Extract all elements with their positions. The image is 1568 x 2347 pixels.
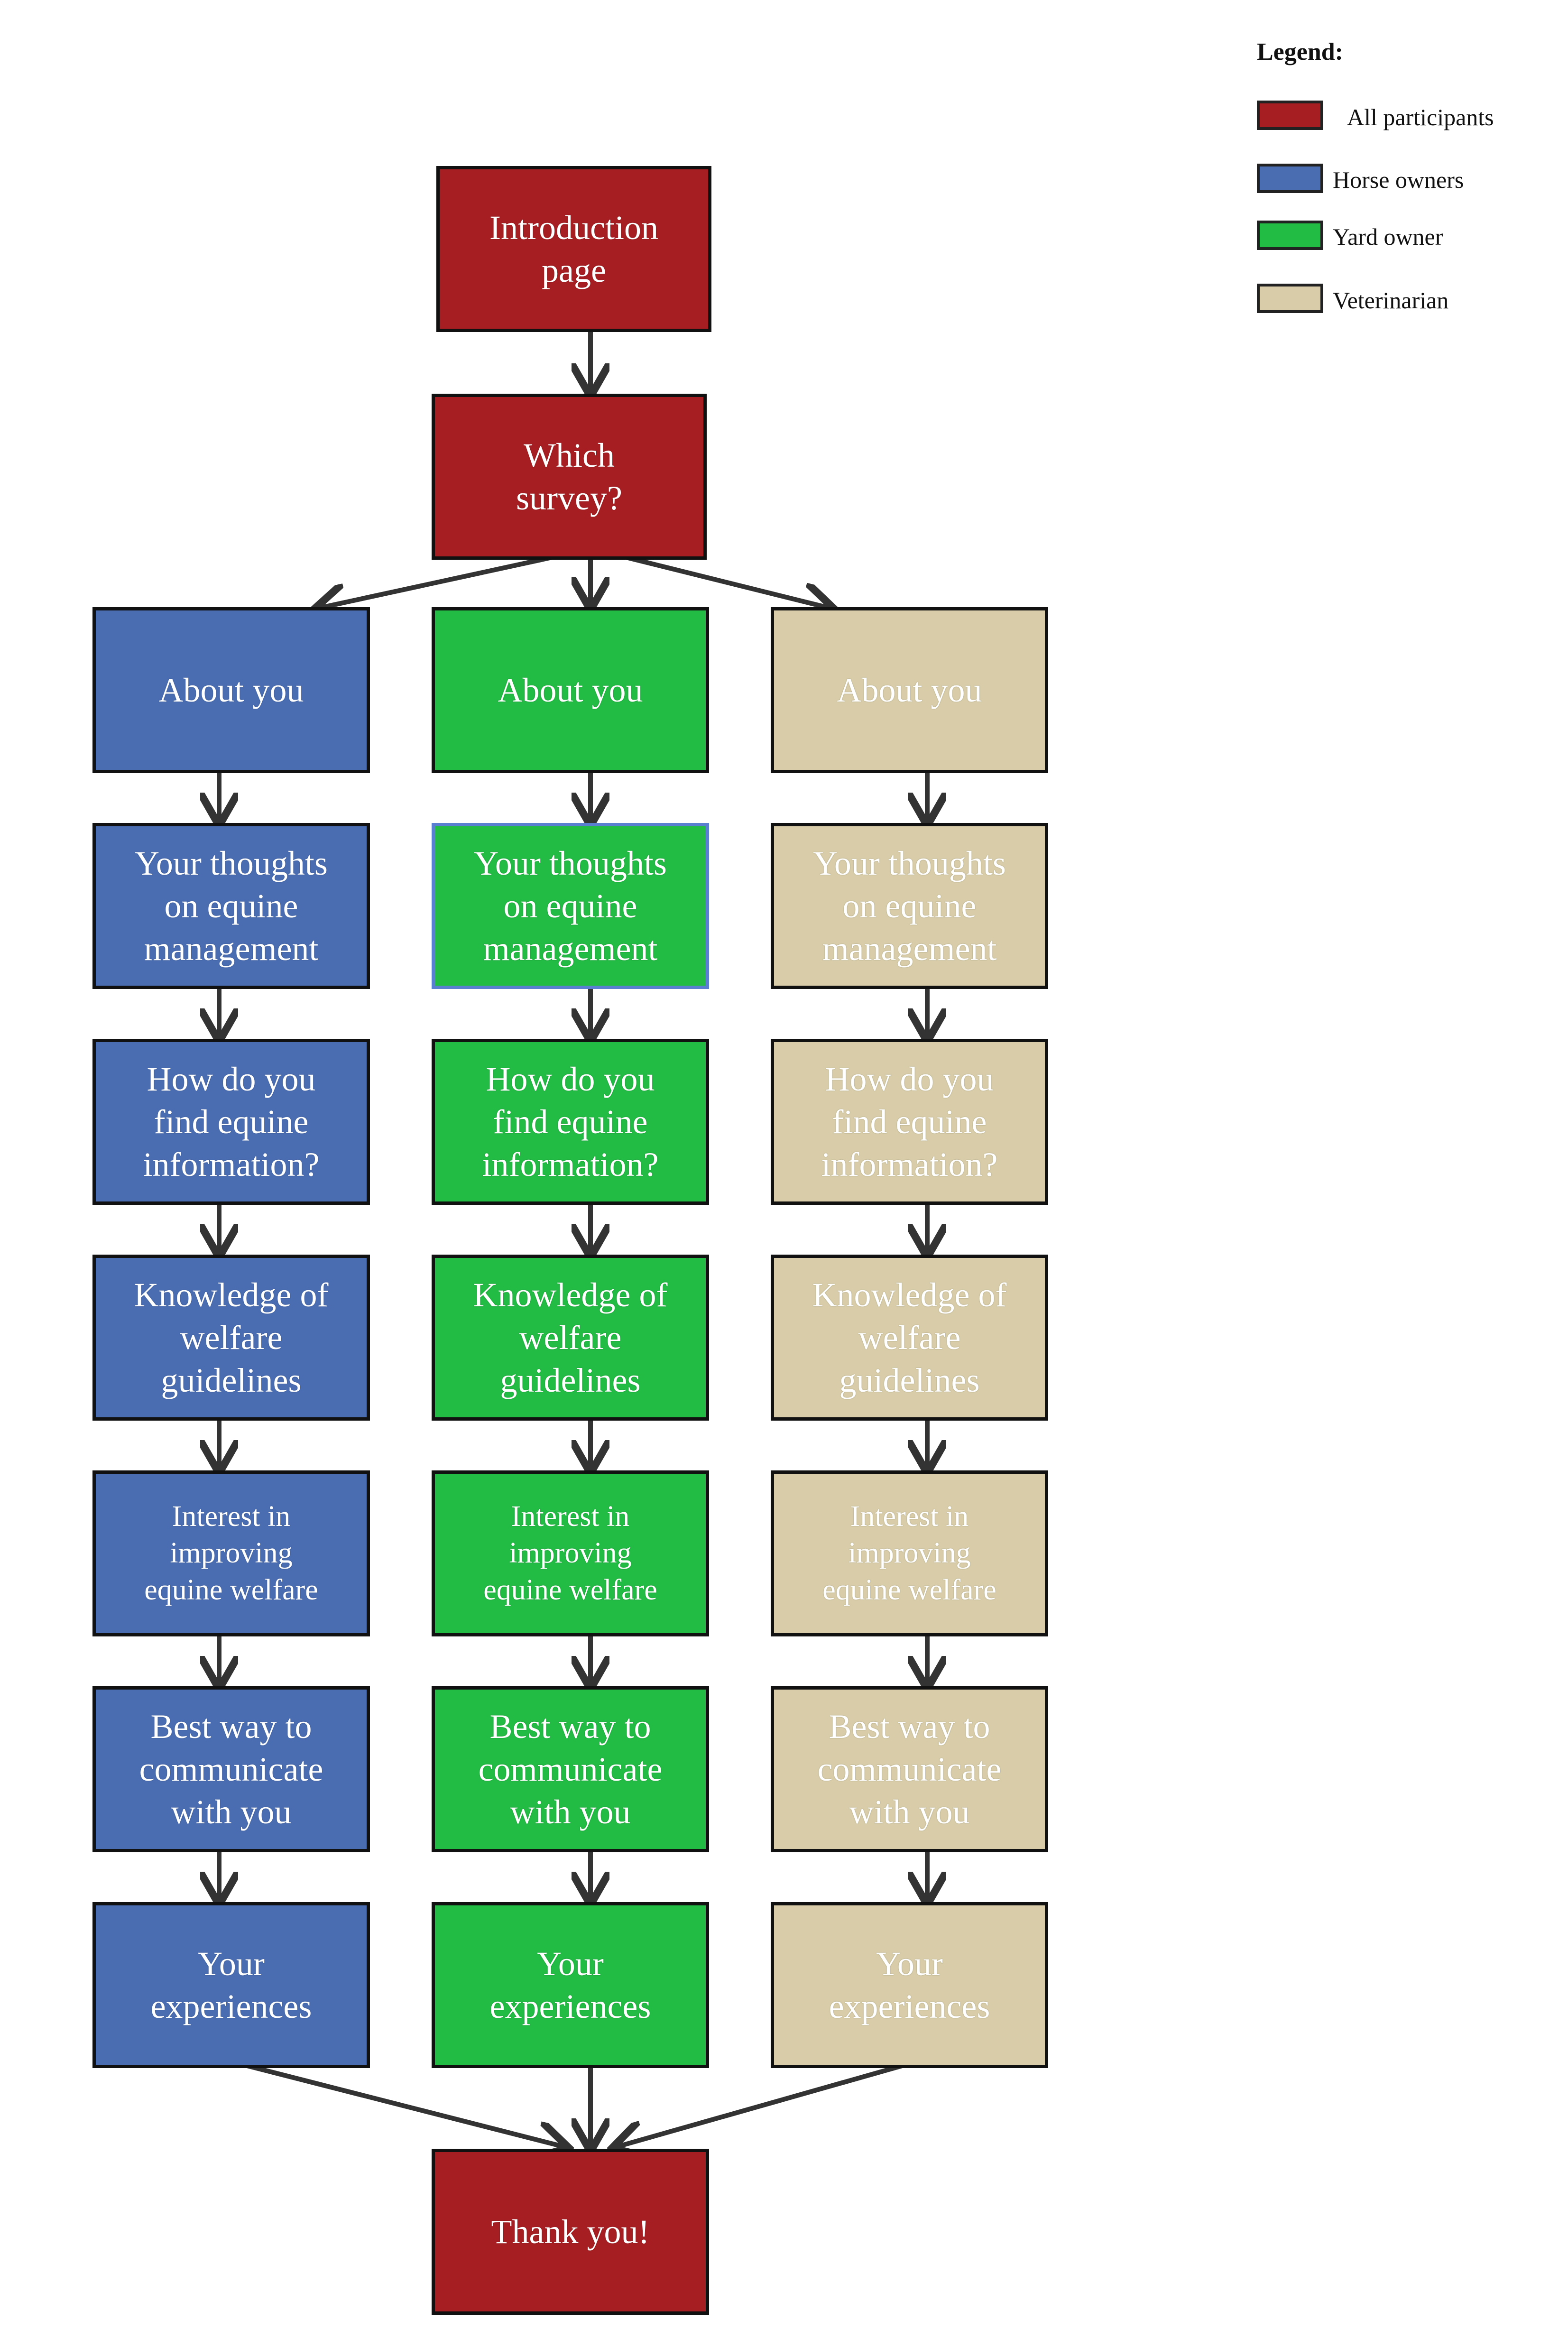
vet-experiences-box: Your experiences	[771, 1902, 1048, 2068]
horse-interest-box: Interest in improving equine welfare	[92, 1470, 370, 1636]
horse-communicate-box: Best way to communicate with you	[92, 1686, 370, 1852]
vet-knowledge-box: Knowledge of welfare guidelines	[771, 1255, 1048, 1421]
yard-thoughts-box: Your thoughts on equine management	[432, 823, 709, 989]
arrow-horse-to-thanks	[218, 2056, 564, 2147]
legend-label-all-participants: All participants	[1347, 104, 1494, 130]
arrow-which-to-horse	[319, 550, 575, 608]
vet-find-info-box: How do you find equine information?	[771, 1039, 1048, 1205]
yard-about-you-box: About you	[432, 607, 709, 773]
yard-find-info-box: How do you find equine information?	[432, 1039, 709, 1205]
vet-about-you-box: About you	[771, 607, 1048, 773]
horse-experiences-box: Your experiences	[92, 1902, 370, 2068]
horse-find-info-box: How do you find equine information?	[92, 1039, 370, 1205]
yard-experiences-box: Your experiences	[432, 1902, 709, 2068]
legend-swatch-horse-owners	[1257, 164, 1323, 193]
horse-knowledge-box: Knowledge of welfare guidelines	[92, 1255, 370, 1421]
arrow-which-to-vet	[606, 550, 830, 608]
yard-interest-box: Interest in improving equine welfare	[432, 1470, 709, 1636]
vet-thoughts-box: Your thoughts on equine management	[771, 823, 1048, 989]
horse-thoughts-box: Your thoughts on equine management	[92, 823, 370, 989]
horse-about-you-box: About you	[92, 607, 370, 773]
thank-you-box: Thank you!	[432, 2149, 709, 2315]
legend-label-horse-owners: Horse owners	[1333, 166, 1464, 193]
vet-interest-box: Interest in improving equine welfare	[771, 1470, 1048, 1636]
which-survey-box: Which survey?	[432, 394, 707, 560]
legend-swatch-veterinarian	[1257, 284, 1323, 313]
legend-swatch-yard-owner	[1257, 221, 1323, 250]
arrow-vet-to-thanks	[617, 2056, 928, 2147]
yard-knowledge-box: Knowledge of welfare guidelines	[432, 1255, 709, 1421]
legend-label-yard-owner: Yard owner	[1333, 223, 1443, 250]
yard-communicate-box: Best way to communicate with you	[432, 1686, 709, 1852]
legend-swatch-all-participants	[1257, 101, 1323, 130]
vet-communicate-box: Best way to communicate with you	[771, 1686, 1048, 1852]
introduction-page-box: Introduction page	[436, 166, 711, 332]
legend-title: Legend:	[1257, 38, 1343, 65]
legend-label-veterinarian: Veterinarian	[1333, 287, 1449, 314]
